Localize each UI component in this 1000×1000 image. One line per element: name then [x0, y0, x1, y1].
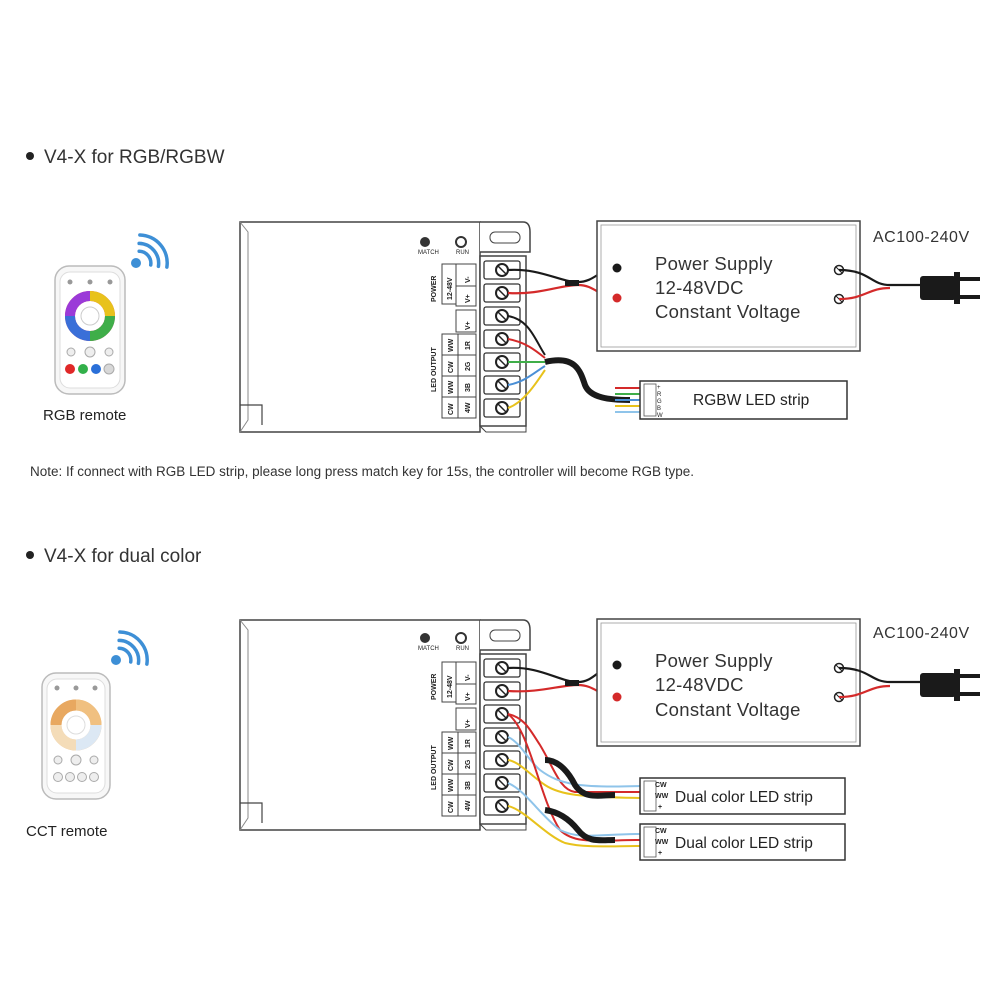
- controller-v4x: MATCH RUN POWER 12-48V V- V+ V+ LED OUTP…: [239, 221, 531, 433]
- pin-cw-2: CW: [448, 403, 455, 415]
- ac-wires: [838, 268, 925, 301]
- power-supply: Power Supply 12-48VDC Constant Voltage: [596, 220, 861, 352]
- power-voltage: 12-48V: [447, 277, 454, 300]
- pin-4w: 4W: [465, 800, 472, 811]
- psu-line1: Power Supply: [655, 253, 773, 274]
- ac-label: AC100-240V: [873, 625, 970, 642]
- output-pin-grid: [441, 333, 477, 419]
- remote-label: RGB remote: [43, 407, 126, 424]
- pin-1r: 1R: [465, 341, 472, 350]
- strip-pin: CW: [655, 828, 667, 835]
- pin-v-plus: V+: [465, 692, 472, 701]
- section-title: V4-X for RGB/RGBW: [44, 147, 225, 168]
- plug-icon: [920, 669, 980, 701]
- strip-pin: CW: [655, 782, 667, 789]
- terminal-block: [479, 653, 527, 831]
- strip-pin: WW: [655, 793, 669, 800]
- dual-color-led-strip: CW WW + Dual color LED strip: [639, 777, 846, 815]
- led-output-label: LED OUTPUT: [431, 745, 438, 790]
- pin-cw-1: CW: [448, 759, 455, 771]
- strip-label: Dual color LED strip: [675, 835, 813, 852]
- ac-wires: [838, 666, 925, 699]
- psu-line2: 12-48VDC: [655, 674, 744, 695]
- plug-icon: [920, 272, 980, 304]
- strip-pin: W: [657, 413, 663, 419]
- dual-color-led-strip: CW WW + Dual color LED strip: [639, 823, 846, 861]
- led-output-label: LED OUTPUT: [431, 347, 438, 392]
- controller-v4x: MATCH RUN POWER 12-48V V- V+ V+ LED OUTP…: [239, 619, 531, 831]
- pin-v-minus: V-: [465, 276, 472, 283]
- psu-line1: Power Supply: [655, 650, 773, 671]
- match-button: MATCH: [418, 633, 439, 652]
- strip-pin: WW: [655, 839, 669, 846]
- cct-remote: CCT remote: [26, 630, 149, 840]
- strip-pin: +: [658, 804, 662, 811]
- strip-label: Dual color LED strip: [675, 789, 813, 806]
- pin-2g: 2G: [465, 759, 472, 769]
- psu-line2: 12-48VDC: [655, 277, 744, 298]
- power-voltage: 12-48V: [447, 675, 454, 698]
- power-label: POWER: [431, 276, 438, 302]
- pin-ww-2: WW: [448, 380, 455, 394]
- power-label: POWER: [431, 674, 438, 700]
- pin-output-v-plus: V+: [465, 321, 472, 330]
- strip-pin: +: [658, 850, 662, 857]
- remote-label: CCT remote: [26, 823, 107, 840]
- terminal-block: [479, 255, 527, 433]
- section-rgbw: V4-X for RGB/RGBW: [26, 147, 980, 479]
- run-label: RUN: [456, 646, 469, 652]
- pin-output-v-plus: V+: [465, 719, 472, 728]
- wifi-signal-icon: [111, 630, 149, 666]
- run-indicator: RUN: [455, 632, 469, 652]
- rgbw-led-strip: + R G B W RGBW LED strip: [639, 380, 848, 420]
- note-text: Note: If connect with RGB LED strip, ple…: [30, 464, 694, 479]
- pin-3b: 3B: [465, 383, 472, 392]
- pin-cw-1: CW: [448, 361, 455, 373]
- strip-label: RGBW LED strip: [693, 392, 809, 409]
- output-wires: [507, 315, 642, 413]
- pin-ww-1: WW: [448, 736, 455, 750]
- pin-3b: 3B: [465, 781, 472, 790]
- strip-pin: G: [657, 399, 662, 405]
- strip-pin: +: [657, 385, 661, 391]
- pin-2g: 2G: [465, 361, 472, 371]
- pin-v-plus: V+: [465, 294, 472, 303]
- bullet-icon: [26, 152, 34, 160]
- pin-cw-2: CW: [448, 801, 455, 813]
- psu-line3: Constant Voltage: [655, 699, 801, 720]
- pin-ww-1: WW: [448, 338, 455, 352]
- pin-4w: 4W: [465, 402, 472, 413]
- power-supply: Power Supply 12-48VDC Constant Voltage: [596, 618, 861, 747]
- run-label: RUN: [456, 250, 469, 256]
- cct-wheel-icon: [50, 699, 102, 751]
- output-wires: [507, 713, 641, 848]
- wifi-signal-icon: [131, 233, 169, 269]
- ac-label: AC100-240V: [873, 229, 970, 246]
- section-dual-color: V4-X for dual color: [26, 546, 980, 861]
- strip-pin: R: [657, 392, 662, 398]
- pin-ww-2: WW: [448, 778, 455, 792]
- run-indicator: RUN: [455, 236, 469, 256]
- pin-1r: 1R: [465, 739, 472, 748]
- rgb-remote: RGB remote: [43, 233, 169, 424]
- psu-line3: Constant Voltage: [655, 301, 801, 322]
- match-label: MATCH: [418, 250, 439, 256]
- color-wheel-icon: [65, 291, 115, 341]
- match-label: MATCH: [418, 646, 439, 652]
- pin-v-minus: V-: [465, 674, 472, 681]
- strip-pin: B: [657, 406, 661, 412]
- match-button: MATCH: [418, 237, 439, 256]
- output-pin-grid: [441, 731, 477, 817]
- bullet-icon: [26, 551, 34, 559]
- section-title: V4-X for dual color: [44, 546, 202, 567]
